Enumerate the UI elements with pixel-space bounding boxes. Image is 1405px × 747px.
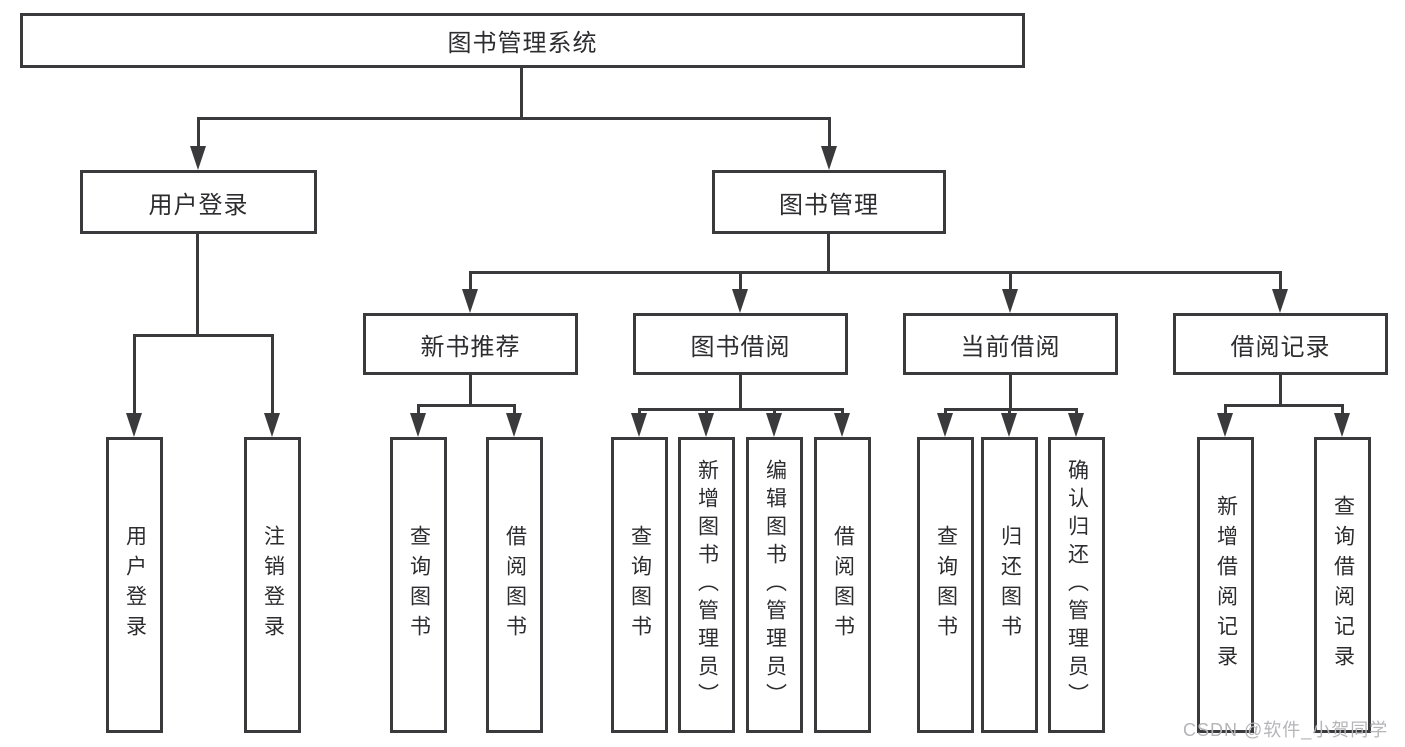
arrow-to-book-borrowing [732, 271, 748, 313]
arrow-shaft [416, 404, 420, 417]
leaf-bb-borrow-books: 借阅图书 [814, 437, 871, 733]
leaf-nbr-query-books: 查询图书 [390, 437, 447, 733]
arrow-to-leaf-user-login [126, 334, 142, 437]
leaf-cb-confirm-return-admin: 确认归还（管理员） [1048, 437, 1105, 733]
leaf-user-login: 用户登录 [106, 437, 163, 733]
connector-bus-borrowing-records [1224, 404, 1344, 407]
arrow-shaft [772, 408, 776, 417]
arrow-shaft [637, 408, 641, 417]
arrowhead-icon [1068, 413, 1084, 437]
arrowhead-icon [766, 413, 782, 437]
arrow-to-borrowing-records [1272, 271, 1288, 313]
arrow-shaft [132, 334, 136, 417]
connector-stem-current-borrowing [1009, 375, 1012, 408]
arrowhead-icon [1001, 413, 1017, 437]
connector-bus-current-borrowing [944, 408, 1078, 411]
arrowhead-icon [1334, 413, 1350, 437]
arrowhead-icon [937, 413, 953, 437]
leaf-cb-query-books: 查询图书 [917, 437, 974, 733]
arrowhead-icon [732, 289, 748, 313]
arrow-to-nbr-borrow-books [506, 404, 522, 437]
arrow-shaft [1340, 404, 1344, 417]
arrowhead-icon [1217, 413, 1233, 437]
arrowhead-icon [698, 413, 714, 437]
connector-stem-new-book-recommend [469, 375, 472, 404]
node-book-borrowing: 图书借阅 [633, 313, 848, 375]
arrow-shaft [840, 408, 844, 417]
arrow-to-br-query-record [1334, 404, 1350, 437]
leaf-br-add-record: 新增借阅记录 [1197, 437, 1254, 733]
arrow-shaft [738, 271, 742, 293]
csdn-watermark: CSDN @软件_小贺同学 [1183, 720, 1389, 740]
arrow-shaft [512, 404, 516, 417]
arrow-to-new-book-recommend [462, 271, 478, 313]
arrow-shaft [270, 334, 274, 417]
arrow-to-bb-edit-books [766, 408, 782, 437]
arrow-shaft [468, 271, 472, 293]
arrow-shaft [827, 117, 831, 150]
arrowhead-icon [506, 413, 522, 437]
connector-bus-user-login [133, 334, 274, 337]
arrow-shaft [1008, 271, 1012, 293]
connector-stem-root [520, 68, 523, 117]
leaf-bb-edit-books-admin: 编辑图书（管理员） [746, 437, 803, 733]
leaf-logout: 注销登录 [244, 437, 301, 733]
arrow-to-user-login [190, 117, 206, 170]
arrowhead-icon [1002, 289, 1018, 313]
connector-bus-root [197, 117, 831, 120]
arrow-shaft [1074, 408, 1078, 417]
leaf-nbr-borrow-books: 借阅图书 [486, 437, 543, 733]
node-new-book-recommend: 新书推荐 [363, 313, 578, 375]
node-current-borrowing: 当前借阅 [903, 313, 1118, 375]
arrow-to-current-borrowing [1002, 271, 1018, 313]
arrowhead-icon [1272, 289, 1288, 313]
arrow-to-nbr-query-books [410, 404, 426, 437]
connector-stem-book-borrowing [739, 375, 742, 408]
arrow-shaft [1007, 408, 1011, 417]
node-user-login: 用户登录 [80, 170, 317, 234]
connector-stem-user-login [196, 234, 199, 334]
arrowhead-icon [631, 413, 647, 437]
arrowhead-icon [462, 289, 478, 313]
arrow-to-cb-return-books [1001, 408, 1017, 437]
node-library-management-system: 图书管理系统 [20, 13, 1025, 68]
connector-stem-book-management [827, 234, 830, 271]
node-book-management: 图书管理 [712, 170, 946, 234]
arrow-shaft [196, 117, 200, 150]
arrow-shaft [1223, 404, 1227, 417]
connector-stem-borrowing-records [1279, 375, 1282, 404]
arrowhead-icon [264, 413, 280, 437]
arrow-to-bb-borrow-books [834, 408, 850, 437]
arrow-to-leaf-logout [264, 334, 280, 437]
arrow-shaft [1278, 271, 1282, 293]
arrowhead-icon [821, 146, 837, 170]
arrow-to-book-management [821, 117, 837, 170]
arrow-shaft [943, 408, 947, 417]
arrow-to-bb-query-books [631, 408, 647, 437]
arrow-to-br-add-record [1217, 404, 1233, 437]
leaf-br-query-record: 查询借阅记录 [1314, 437, 1371, 733]
arrowhead-icon [190, 146, 206, 170]
leaf-bb-query-books: 查询图书 [611, 437, 668, 733]
arrowhead-icon [410, 413, 426, 437]
connector-bus-new-book-recommend [417, 404, 516, 407]
connector-bus-book-management [469, 271, 1282, 274]
leaf-cb-return-books: 归还图书 [981, 437, 1038, 733]
node-borrowing-records: 借阅记录 [1173, 313, 1388, 375]
leaf-bb-add-books-admin: 新增图书（管理员） [678, 437, 735, 733]
arrow-to-bb-add-books [698, 408, 714, 437]
arrow-to-cb-confirm-return [1068, 408, 1084, 437]
arrowhead-icon [126, 413, 142, 437]
arrow-shaft [704, 408, 708, 417]
arrowhead-icon [834, 413, 850, 437]
connector-bus-book-borrowing [638, 408, 844, 411]
arrow-to-cb-query-books [937, 408, 953, 437]
